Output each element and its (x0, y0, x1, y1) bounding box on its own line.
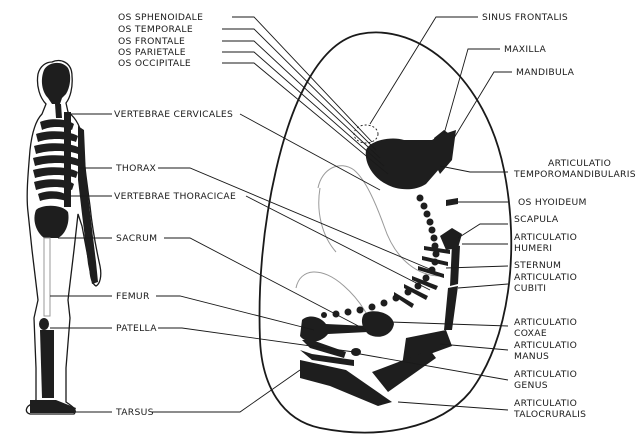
label-os-temporale: OS TEMPORALE (118, 24, 193, 35)
leader-lines (50, 17, 512, 412)
label-maxilla: MAXILLA (504, 44, 546, 55)
label-os-occipitale: OS OCCIPITALE (118, 58, 191, 69)
fetus-ribs (394, 246, 450, 308)
adult-femur (44, 238, 50, 316)
label-sinus-frontalis: SINUS FRONTALIS (482, 12, 568, 23)
label-art-temporomandibularis-line1: ARTICULATIO (548, 158, 611, 169)
fetus-hyoid (446, 198, 458, 206)
label-art-coxae-line2: COXAE (514, 328, 547, 339)
label-sternum: STERNUM (514, 260, 561, 271)
label-femur: FEMUR (116, 291, 150, 302)
label-art-humeri-line1: ARTICULATIO (514, 232, 577, 243)
label-sacrum: SACRUM (116, 233, 157, 244)
label-art-temporomandibularis-line2: TEMPOROMANDIBULARIS (513, 169, 636, 180)
label-art-talocruralis-line1: ARTICULATIO (514, 398, 577, 409)
label-os-frontale: OS FRONTALE (118, 36, 185, 47)
fetus-arm (444, 244, 460, 330)
adult-cervical-spine (55, 104, 62, 118)
label-art-coxae-line1: ARTICULATIO (514, 317, 577, 328)
label-thorax: THORAX (115, 163, 156, 174)
adult-thorax (33, 112, 80, 207)
fetus-foot (300, 360, 392, 406)
label-os-hyoideum: OS HYOIDEUM (518, 197, 587, 208)
label-scapula: SCAPULA (514, 214, 559, 225)
label-art-cubiti-line2: CUBITI (514, 283, 546, 294)
labels-right: SINUS FRONTALIS MAXILLA MANDIBULA ARTICU… (482, 12, 636, 420)
label-tarsus: TARSUS (115, 407, 154, 418)
label-art-genus-line1: ARTICULATIO (514, 369, 577, 380)
fetus-figure (260, 32, 512, 432)
adult-foot (30, 400, 76, 413)
adult-arm (78, 126, 98, 284)
label-os-parietale: OS PARIETALE (118, 47, 186, 58)
fetus-spine (321, 195, 440, 319)
adult-pelvis (34, 206, 68, 238)
label-art-genus-line2: GENUS (514, 380, 548, 391)
labels-left: OS SPHENOIDALE OS TEMPORALE OS FRONTALE … (114, 12, 236, 418)
label-patella: PATELLA (116, 323, 157, 334)
label-os-sphenoidale: OS SPHENOIDALE (118, 12, 203, 23)
label-vertebrae-cervicales: VERTEBRAE CERVICALES (114, 109, 233, 120)
label-art-manus-line1: ARTICULATIO (514, 340, 577, 351)
label-art-talocruralis-line2: TALOCRURALIS (513, 409, 586, 420)
label-art-humeri-line2: HUMERI (514, 243, 552, 254)
adult-patella (39, 318, 49, 330)
label-art-manus-line2: MANUS (514, 351, 549, 362)
label-vertebrae-thoracicae: VERTEBRAE THORACICAE (114, 191, 236, 202)
fetus-pelvis (362, 311, 394, 337)
adult-skull (42, 63, 70, 104)
label-mandibula: MANDIBULA (516, 67, 575, 78)
adult-lower-leg (40, 330, 54, 398)
label-art-cubiti-line1: ARTICULATIO (514, 272, 577, 283)
